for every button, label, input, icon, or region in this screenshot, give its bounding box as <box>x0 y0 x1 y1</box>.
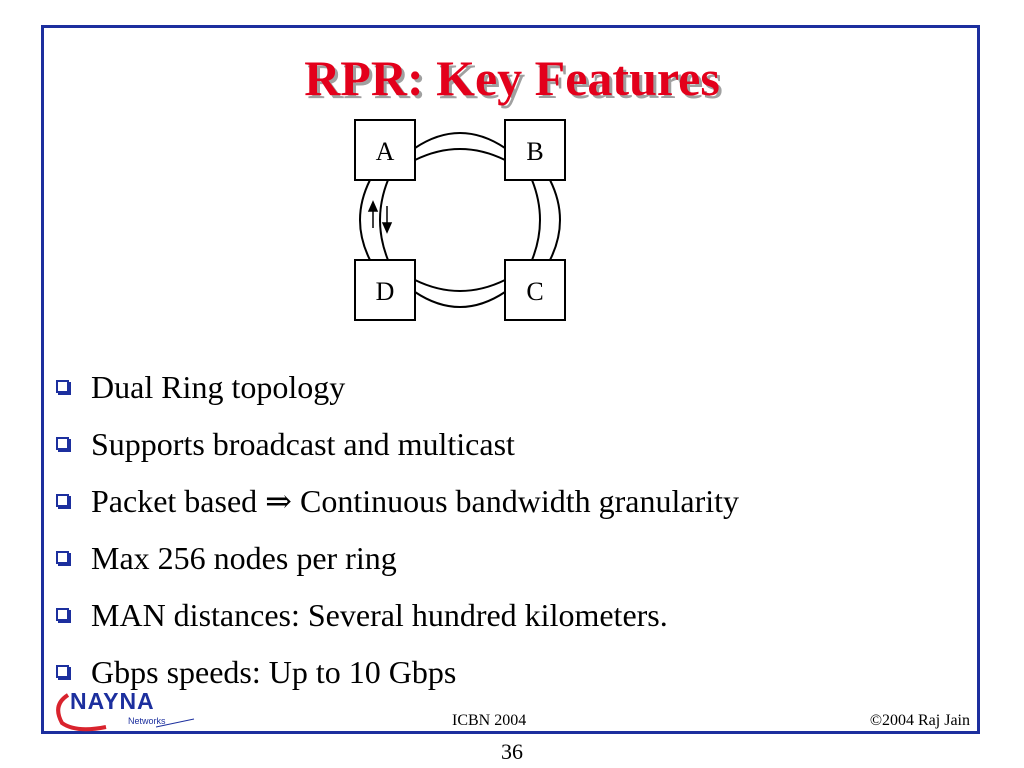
bullet-text: Packet based ⇒ Continuous bandwidth gran… <box>91 482 740 519</box>
bullet-list: Dual Ring topology Supports broadcast an… <box>54 358 974 700</box>
bullet-text: Gbps speeds: Up to 10 Gbps <box>91 653 457 690</box>
checkbox-bullet-icon <box>56 437 69 450</box>
bullet-text: Dual Ring topology <box>91 368 346 405</box>
nayna-networks-logo: NAYNA Networks <box>46 683 196 733</box>
logo-wordmark: NAYNA <box>70 688 155 714</box>
node-a: A <box>354 119 416 181</box>
slide-frame <box>41 25 980 734</box>
bullet-item: MAN distances: Several hundred kilometer… <box>54 586 974 643</box>
bullet-item: Max 256 nodes per ring <box>54 529 974 586</box>
bullet-text: MAN distances: Several hundred kilometer… <box>91 596 668 633</box>
checkbox-bullet-icon <box>56 608 69 621</box>
node-d-label: D <box>376 277 395 306</box>
dual-ring-diagram: A B C D <box>354 119 566 321</box>
node-c-label: C <box>526 277 543 306</box>
page-number: 36 <box>501 739 523 764</box>
direction-arrows <box>367 200 393 234</box>
bullet-text: Max 256 nodes per ring <box>91 539 397 576</box>
node-b-label: B <box>526 137 543 166</box>
bullet-item: Packet based ⇒ Continuous bandwidth gran… <box>54 472 974 529</box>
checkbox-bullet-icon <box>56 551 69 564</box>
logo-swoosh-icon <box>56 693 195 732</box>
node-d: D <box>354 259 416 321</box>
checkbox-bullet-icon <box>56 665 69 678</box>
bullet-text: Supports broadcast and multicast <box>91 425 515 462</box>
footer-copyright: ©2004 Raj Jain <box>869 712 970 729</box>
checkbox-bullet-icon <box>56 494 69 507</box>
logo-subtext: Networks <box>128 716 166 726</box>
node-c: C <box>504 259 566 321</box>
bullet-item: Supports broadcast and multicast <box>54 415 974 472</box>
footer-event: ICBN 2004 <box>452 712 527 729</box>
bullet-item: Dual Ring topology <box>54 358 974 415</box>
outer-ring <box>359 132 561 308</box>
node-a-label: A <box>376 137 395 166</box>
slide-title: RPR: Key Features <box>304 50 720 106</box>
bullet-item: Gbps speeds: Up to 10 Gbps <box>54 643 974 700</box>
node-b: B <box>504 119 566 181</box>
inner-ring <box>379 148 541 292</box>
checkbox-bullet-icon <box>56 380 69 393</box>
